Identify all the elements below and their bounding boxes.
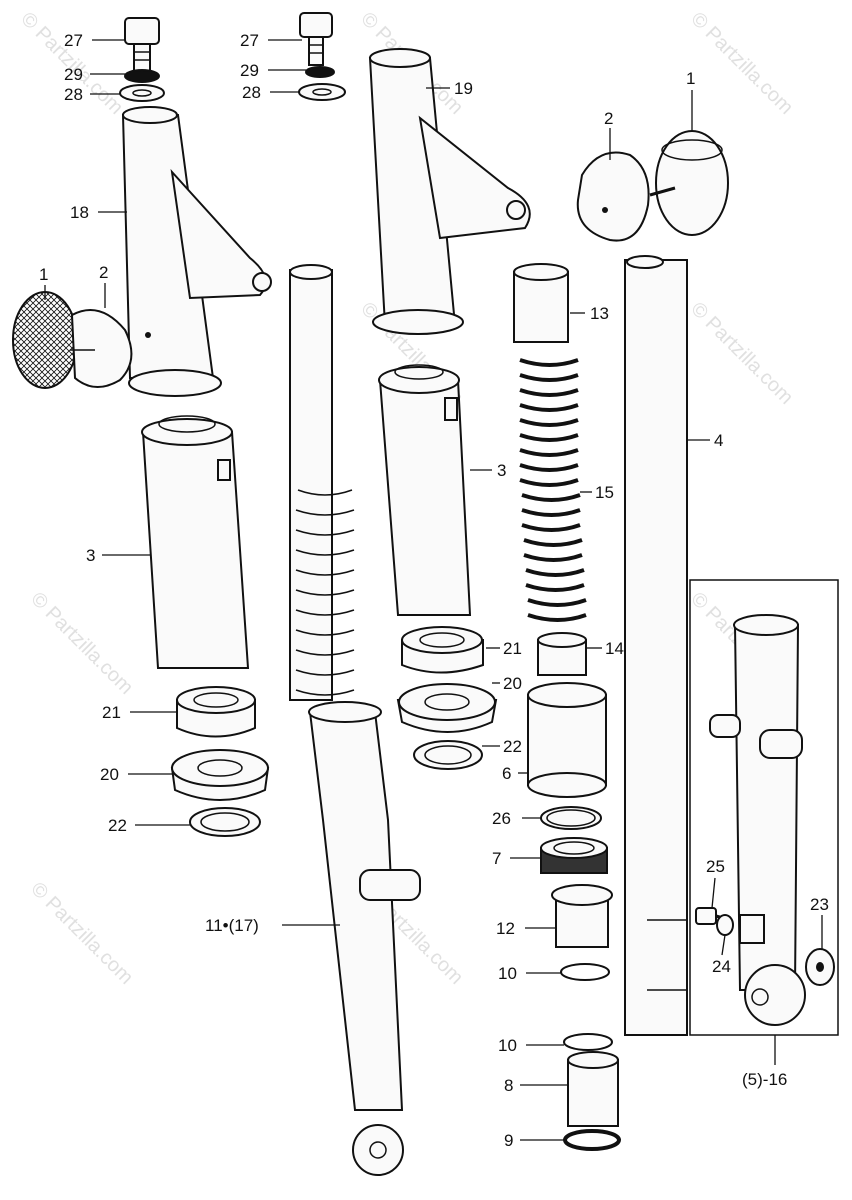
clip-10-lower <box>563 1033 613 1051</box>
leader-lines <box>44 39 823 1141</box>
label-4: 4 <box>714 431 723 450</box>
label-3-right: 3 <box>497 461 506 480</box>
label-27-left: 27 <box>64 31 83 50</box>
fork-slider-box-16 <box>689 579 839 1036</box>
label-18: 18 <box>70 203 89 222</box>
label-7: 7 <box>492 849 501 868</box>
label-20-left: 20 <box>100 765 119 784</box>
right-washer-22 <box>413 740 483 770</box>
label-22-left: 22 <box>108 816 127 835</box>
washer-23 <box>805 948 835 986</box>
label-8: 8 <box>504 1076 513 1095</box>
ring-26 <box>540 806 602 830</box>
left-seal-20 <box>170 749 270 801</box>
label-29-left: 29 <box>64 65 83 84</box>
left-bolt-27 <box>124 17 160 73</box>
collar-6 <box>527 682 607 798</box>
label-27-right: 27 <box>240 31 259 50</box>
left-reflector-housing-2 <box>70 309 133 388</box>
label-24: 24 <box>712 957 731 976</box>
label-1-right: 1 <box>686 69 695 88</box>
label-2-right: 2 <box>604 109 613 128</box>
label-21-left: 21 <box>102 703 121 722</box>
washer-24 <box>716 914 734 936</box>
right-washer-29 <box>305 66 335 78</box>
label-21-right: 21 <box>503 639 522 658</box>
spring-seat-14 <box>537 632 587 676</box>
label-11-17: 11•(17) <box>205 916 259 935</box>
ring-9 <box>563 1129 621 1151</box>
watermark: © Partzilla.com <box>26 588 137 699</box>
watermark: © Partzilla.com <box>686 298 797 409</box>
label-28-right: 28 <box>242 83 261 102</box>
left-nut-21 <box>176 686 256 738</box>
label-14: 14 <box>605 639 624 658</box>
label-29-right: 29 <box>240 61 259 80</box>
left-washer-28 <box>119 84 165 102</box>
fork-assembly-11 <box>289 264 421 1176</box>
spring-seat-13 <box>513 263 569 343</box>
oil-seal-7 <box>540 837 608 874</box>
label-1-left: 1 <box>39 265 48 284</box>
label-12: 12 <box>496 919 515 938</box>
clip-10-upper <box>560 963 610 981</box>
label-15: 15 <box>595 483 614 502</box>
left-tube-18 <box>121 106 272 397</box>
label-26: 26 <box>492 809 511 828</box>
label-2-left: 2 <box>99 263 108 282</box>
left-washer-22 <box>189 807 261 837</box>
left-cover-3 <box>141 415 250 669</box>
watermark: © Partzilla.com <box>686 8 797 119</box>
axle-4 <box>624 255 688 1036</box>
label-10-upper: 10 <box>498 964 517 983</box>
label-20-right: 20 <box>503 674 522 693</box>
label-6: 6 <box>502 764 511 783</box>
bushing-12 <box>551 884 613 948</box>
left-washer-29 <box>124 69 160 83</box>
part-labels: 27 29 28 18 1 2 3 21 20 22 27 29 28 19 1… <box>39 31 829 1150</box>
label-19: 19 <box>454 79 473 98</box>
left-reflector-1 <box>12 291 78 389</box>
label-22-right: 22 <box>503 737 522 756</box>
right-seal-20 <box>396 683 498 733</box>
right-cover-3 <box>378 364 472 616</box>
right-emblem-1 <box>649 130 729 236</box>
label-25: 25 <box>706 857 725 876</box>
right-bolt-27 <box>299 12 333 66</box>
label-23: 23 <box>810 895 829 914</box>
label-28-left: 28 <box>64 85 83 104</box>
watermark: © Partzilla.com <box>26 878 137 989</box>
label-9: 9 <box>504 1131 513 1150</box>
label-10-lower: 10 <box>498 1036 517 1055</box>
right-emblem-housing-2 <box>576 151 650 242</box>
label-5-16: (5)-16 <box>742 1070 787 1089</box>
right-washer-28 <box>298 83 346 101</box>
label-3-left: 3 <box>86 546 95 565</box>
right-tube-19 <box>368 48 531 335</box>
label-13: 13 <box>590 304 609 323</box>
fork-spring-15 <box>519 358 587 622</box>
right-nut-21 <box>401 626 484 674</box>
bushing-8 <box>567 1051 619 1127</box>
